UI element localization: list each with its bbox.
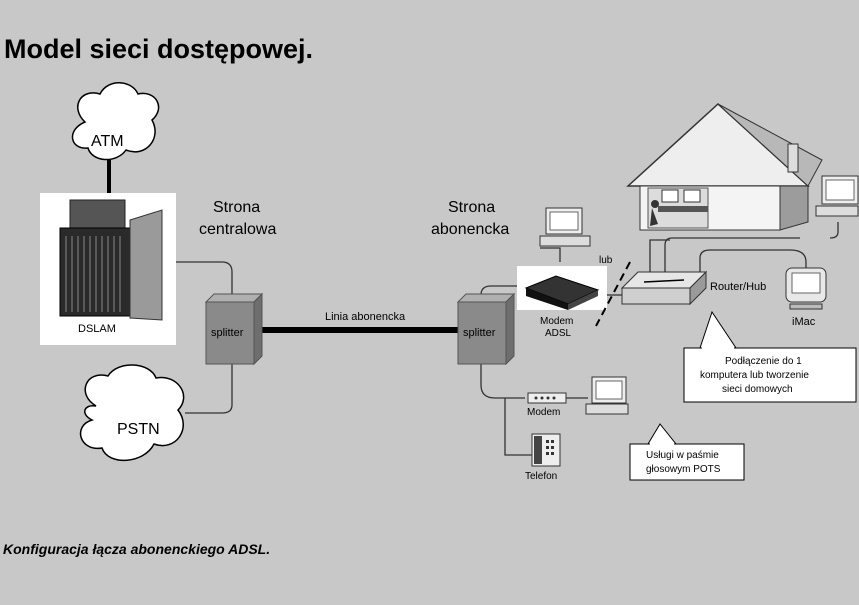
computer-icon	[585, 376, 629, 415]
subscriber-side-label-2: abonencka	[431, 221, 509, 238]
home-network-line-2: komputera lub tworzenie	[700, 370, 809, 381]
imac-label: iMac	[792, 316, 816, 328]
home-network-line-3: sieci domowych	[722, 384, 793, 395]
telephone-icon: Telefon	[525, 433, 561, 482]
pots-line-2: głosowym POTS	[646, 464, 721, 475]
pstn-cloud: PSTN	[79, 364, 185, 462]
central-side-label-2: centralowa	[199, 221, 276, 238]
router-label: Router/Hub	[710, 281, 766, 293]
splitter-right-label: splitter	[463, 327, 496, 339]
house-icon	[626, 102, 823, 231]
subscriber-side-label-1: Strona	[448, 199, 495, 216]
pots-line-1: Usługi w paśmie	[646, 450, 719, 461]
computer-icon	[539, 207, 591, 247]
line-label: Linia abonencka	[325, 311, 406, 323]
adsl-modem-label-2: ADSL	[545, 328, 572, 339]
pots-callout: Usługi w paśmie głosowym POTS	[629, 423, 745, 481]
modem-icon: Modem	[527, 392, 567, 418]
adsl-modem-label-1: Modem	[540, 316, 573, 327]
imac-icon: iMac	[785, 267, 827, 328]
adsl-modem-icon: Modem ADSL	[517, 266, 607, 339]
router-hub-icon: Router/Hub	[620, 270, 766, 306]
figure-caption: Konfiguracja łącza abonenckiego ADSL.	[3, 541, 271, 557]
lub-label: lub	[599, 255, 613, 266]
computer-icon	[815, 175, 859, 217]
splitter-right: splitter	[456, 292, 516, 366]
modem-label: Modem	[527, 407, 560, 418]
home-network-line-1: Podłączenie do 1	[725, 356, 802, 367]
pstn-label: PSTN	[117, 421, 160, 438]
splitter-left-label: splitter	[211, 327, 244, 339]
atm-label: ATM	[91, 133, 124, 150]
dslam-label: DSLAM	[78, 323, 116, 335]
phone-label: Telefon	[525, 471, 557, 482]
page-title: Model sieci dostępowej.	[4, 34, 314, 64]
splitter-left: splitter	[204, 292, 264, 366]
central-side-label-1: Strona	[213, 199, 260, 216]
atm-cloud: ATM	[71, 82, 160, 161]
dslam-icon: DSLAM	[40, 193, 176, 345]
home-network-callout: Podłączenie do 1 komputera lub tworzenie…	[683, 310, 857, 403]
